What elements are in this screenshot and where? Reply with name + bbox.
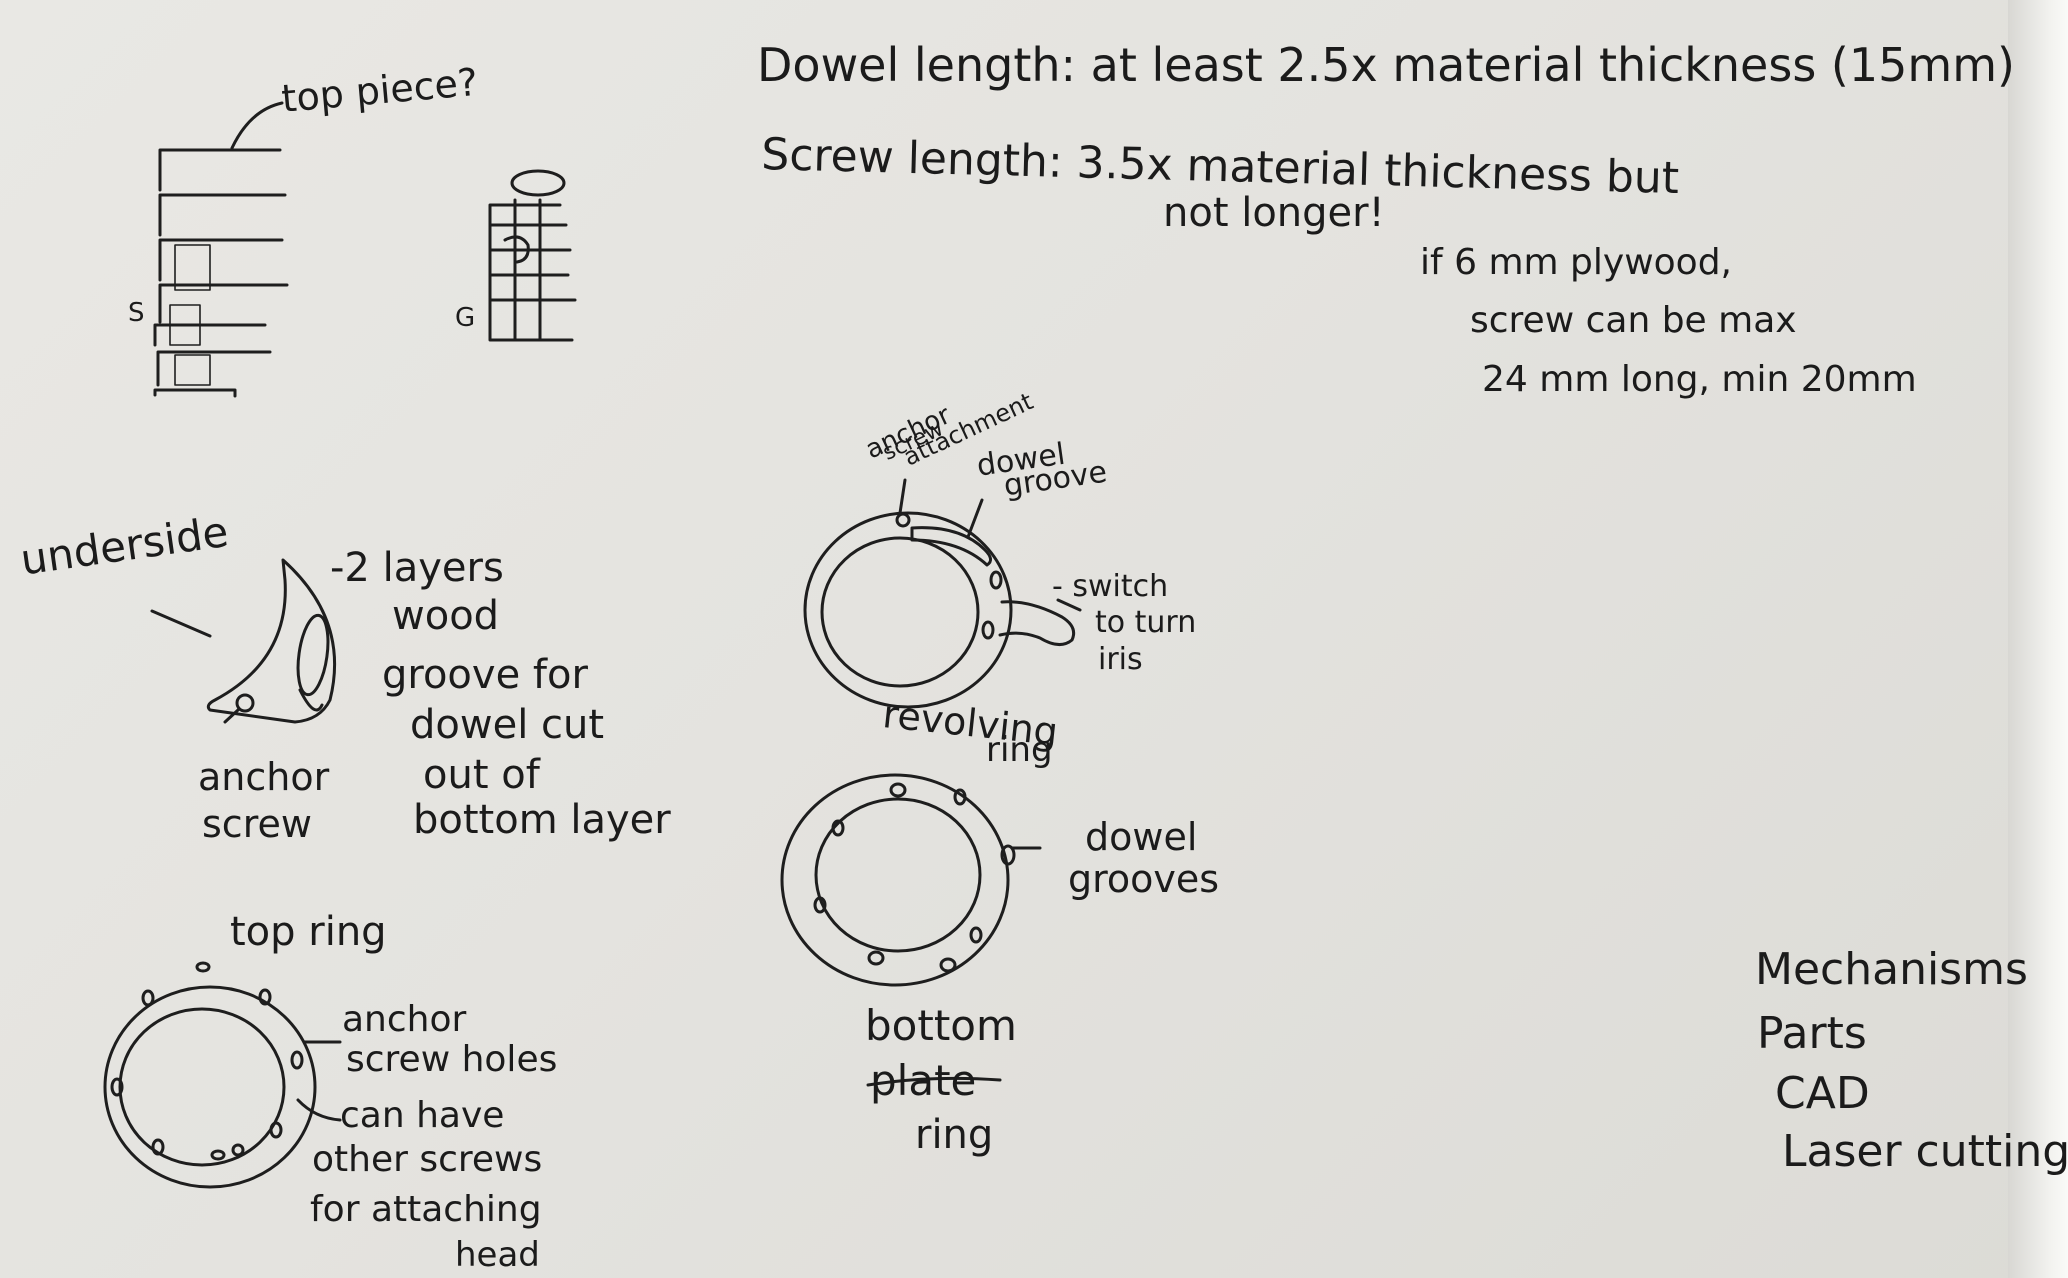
dowel-grooves-label-2: grooves	[1068, 857, 1220, 901]
dowel-grooves-label-1: dowel	[1085, 815, 1198, 859]
top-ring-title: top ring	[230, 909, 387, 955]
dowel-length-note: Dowel length: at least 2.5x material thi…	[757, 38, 2015, 92]
bottom-caption-1: bottom	[865, 1001, 1017, 1050]
topic-parts: Parts	[1757, 1008, 1867, 1059]
top-ring-sketch	[103, 961, 342, 1189]
not-longer-note: not longer!	[1163, 190, 1385, 236]
stack-side-mark-2: G	[455, 303, 476, 333]
wood-label: wood	[392, 593, 500, 639]
revolving-caption-2: ring	[986, 730, 1053, 770]
screw-label: screw	[202, 802, 312, 846]
plywood-note-2: screw can be max	[1470, 300, 1797, 341]
two-layers-label: -2 layers	[330, 545, 504, 591]
top-ring-note-1: anchor	[342, 999, 467, 1040]
top-ring-note-5: for attaching	[310, 1189, 542, 1230]
anchor-label: anchor	[198, 755, 330, 799]
top-ring-note-4: other screws	[312, 1139, 543, 1180]
bottom-caption-3: ring	[915, 1112, 994, 1158]
groove-label-2: dowel cut	[410, 702, 605, 748]
plywood-note-3: 24 mm long, min 20mm	[1482, 359, 1917, 400]
groove-label-1: groove for	[382, 652, 588, 698]
revolving-ring-sketch	[803, 478, 1082, 709]
topic-mechanisms: Mechanisms	[1755, 944, 2028, 995]
topic-laser-cutting: Laser cutting	[1782, 1126, 2068, 1177]
top-ring-note-6: head	[455, 1235, 540, 1275]
bottom-plate-ring-sketch	[780, 773, 1042, 987]
groove-label-3: out of	[423, 752, 540, 798]
dowel-stack-sketch	[488, 169, 577, 342]
strike-through	[866, 1076, 1002, 1087]
bottom-caption-2: plate	[870, 1056, 977, 1105]
stack-side-mark-1: S	[128, 298, 145, 328]
paper-edge	[2008, 0, 2068, 1278]
switch-label-1: - switch	[1052, 569, 1169, 604]
layer-stack-sketch	[153, 101, 289, 398]
groove-label-4: bottom layer	[413, 797, 671, 843]
plywood-note-1: if 6 mm plywood,	[1420, 242, 1732, 283]
crescent-piece-sketch	[150, 558, 337, 724]
topic-cad: CAD	[1775, 1068, 1870, 1119]
switch-label-3: iris	[1098, 642, 1143, 677]
switch-label-2: to turn	[1095, 605, 1197, 640]
top-ring-note-3: can have	[340, 1095, 505, 1136]
top-ring-note-2: screw holes	[346, 1039, 558, 1080]
